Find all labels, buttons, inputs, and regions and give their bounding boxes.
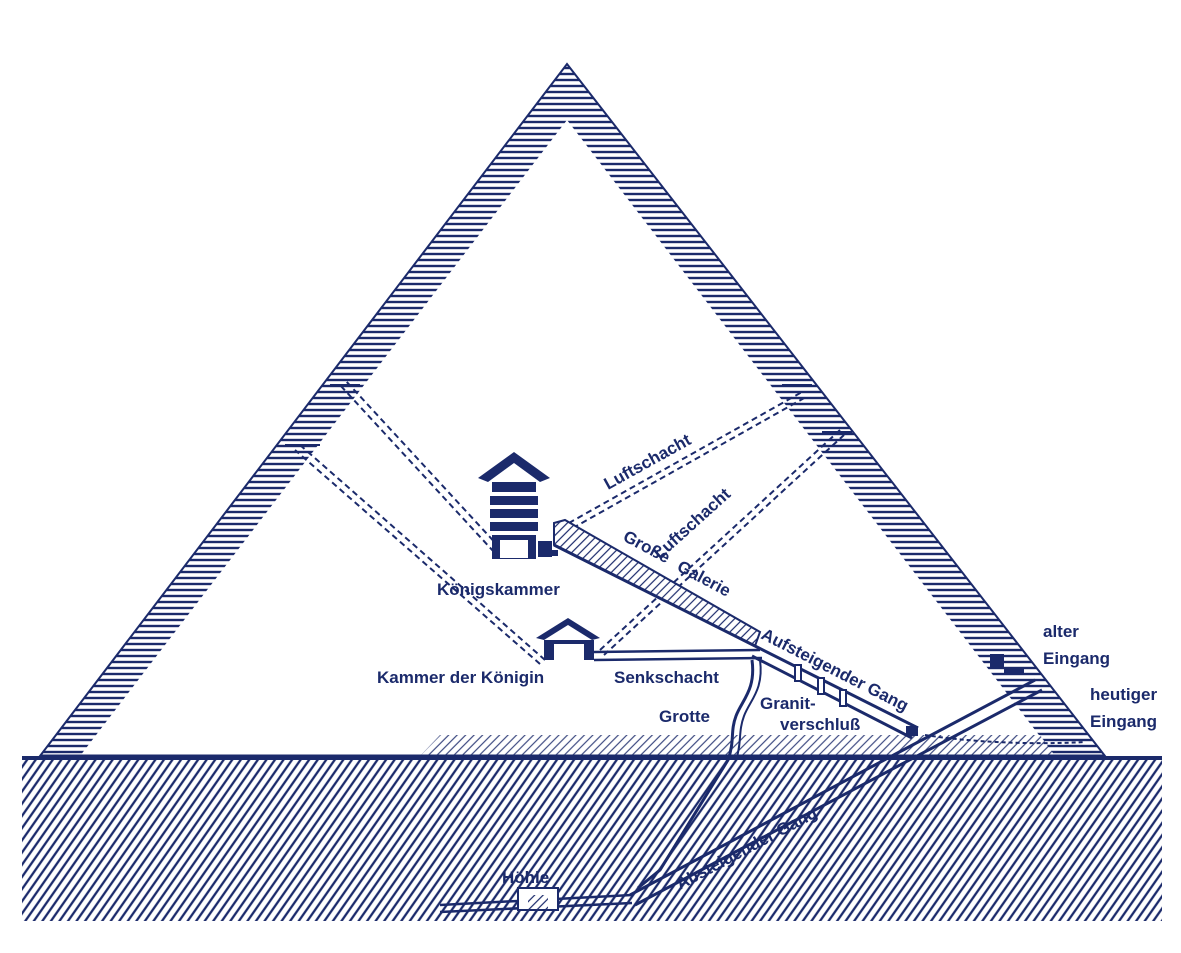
grand-gallery-floor [553, 543, 756, 648]
ground-surface-strip [22, 756, 1162, 760]
label-queens-chamber: Kammer der Königin [377, 668, 544, 687]
label-sinking-shaft: Senkschacht [614, 668, 719, 687]
granite-plugs [794, 664, 847, 707]
air-shafts [294, 379, 845, 665]
pyramid-lower-masonry [420, 735, 1055, 756]
kings-passage [538, 550, 558, 556]
current-entrance-tunnel [924, 734, 1086, 745]
label-current-entrance-1: heutiger [1090, 685, 1157, 704]
kings-chamber-icon [478, 452, 552, 559]
label-cave: Höhle [502, 868, 549, 887]
label-old-entrance-1: alter [1043, 622, 1079, 641]
queens-chamber-icon [536, 618, 600, 660]
label-granite-plug-1: Granit- [760, 694, 816, 713]
ascending-passage [751, 644, 919, 740]
queens-passage [593, 648, 763, 662]
well-shaft-inner [735, 659, 762, 761]
label-kings-chamber: Königskammer [437, 580, 560, 599]
subterranean-chamber-pit [528, 895, 548, 909]
bedrock [22, 758, 1162, 921]
old-entrance-mark [990, 654, 1024, 674]
descending-passage [629, 678, 1043, 907]
label-grotto: Grotte [659, 707, 710, 726]
label-current-entrance-2: Eingang [1090, 712, 1157, 731]
well-shaft [637, 659, 755, 890]
label-granite-plug-2: verschluß [780, 715, 860, 734]
pyramid-core [80, 120, 1055, 756]
ascending-passage-block [906, 726, 918, 736]
grand-gallery [553, 518, 762, 648]
label-old-entrance-2: Eingang [1043, 649, 1110, 668]
